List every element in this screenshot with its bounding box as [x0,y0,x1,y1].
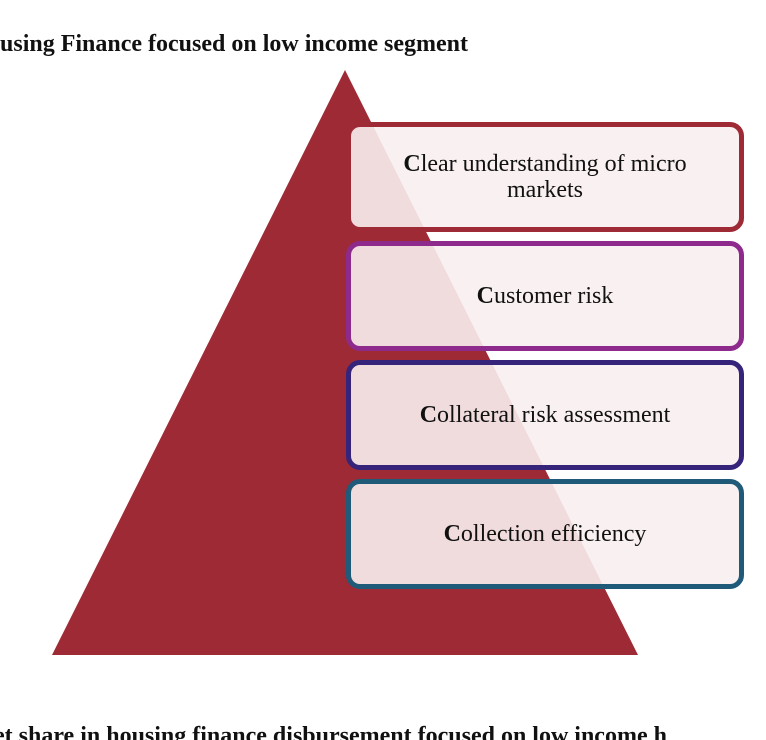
box-label: Clear understanding of micro markets [403,151,687,203]
box-clear-understanding: Clear understanding of micro markets [346,122,744,232]
box-customer-risk: Customer risk [346,241,744,351]
box-label: Customer risk [476,283,614,309]
box-label: Collateral risk assessment [419,402,671,428]
box-label: Collection efficiency [443,521,647,547]
top-title: using Finance focused on low income segm… [0,31,468,57]
box-collateral-risk: Collateral risk assessment [346,360,744,470]
box-collection-efficiency: Collection efficiency [346,479,744,589]
bottom-title: et share in housing finance disbursement… [0,723,667,740]
